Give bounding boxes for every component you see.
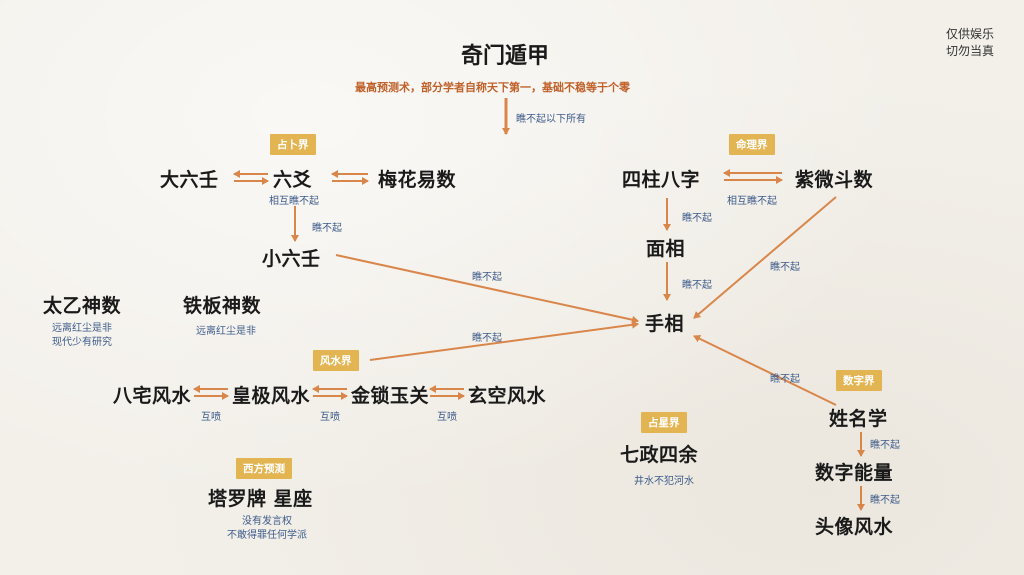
label-mutual-contempt-right: 相互瞧不起 <box>727 196 777 207</box>
corner-disclaimer: 仅供娱乐 切勿当真 <box>946 26 994 60</box>
node-jinsuo: 金锁玉关 <box>351 385 430 407</box>
badge-numerology: 数字界 <box>836 370 882 391</box>
node-bazhai: 八宅风水 <box>113 385 192 407</box>
label-taiyi-note: 远离红尘是非 现代少有研究 <box>52 322 112 350</box>
arrow-ziwei-to-shouxiang <box>693 196 837 319</box>
page-title: 奇门遁甲 <box>461 44 550 69</box>
label-spray-1: 互喷 <box>201 412 221 423</box>
label-spray-3: 互喷 <box>437 412 457 423</box>
node-xuankong: 玄空风水 <box>468 385 547 407</box>
corner-line-2: 切勿当真 <box>946 44 995 58</box>
node-tarot: 塔罗牌 星座 <box>208 488 313 510</box>
node-mianxiang: 面相 <box>646 238 686 260</box>
arrow-xiaoliuren-to-shouxiang <box>335 254 639 324</box>
node-sizhu: 四柱八字 <box>622 169 701 191</box>
label-tarot-note: 没有发言权 不敢得罪任何学派 <box>227 515 307 543</box>
top-arrow-label: 瞧不起以下所有 <box>516 114 586 125</box>
taiyi-note-line-2: 现代少有研究 <box>52 337 112 348</box>
node-shouxiang: 手相 <box>645 313 685 335</box>
badge-fate: 命理界 <box>729 134 775 155</box>
badge-divination: 占卜界 <box>270 134 316 155</box>
node-shuzi: 数字能量 <box>815 462 894 484</box>
label-spray-2: 互喷 <box>320 412 340 423</box>
tarot-note-line-1: 没有发言权 <box>242 516 292 527</box>
badge-fengshui: 风水界 <box>313 350 359 371</box>
label-mianxiang-contempt: 瞧不起 <box>682 280 712 291</box>
node-taiyi: 太乙神数 <box>43 295 122 317</box>
badge-western: 西方预测 <box>236 458 292 479</box>
label-mutual-contempt-left: 相互瞧不起 <box>269 196 319 207</box>
arrow-fengshui-to-shouxiang <box>369 320 639 361</box>
label-shuzi-touxiang-contempt: 瞧不起 <box>870 495 900 506</box>
node-tieban: 铁板神数 <box>183 295 262 317</box>
corner-line-1: 仅供娱乐 <box>946 27 995 41</box>
taiyi-note-line-1: 远离红尘是非 <box>52 323 112 334</box>
node-huangji: 皇极风水 <box>232 385 311 407</box>
tarot-note-line-2: 不敢得罪任何学派 <box>227 530 307 541</box>
node-xiaoliuren: 小六壬 <box>262 248 321 270</box>
subtitle: 最高预测术，部分学者自称天下第一，基础不稳等于个零 <box>355 81 630 94</box>
label-qizheng-note: 井水不犯河水 <box>634 476 694 487</box>
node-qizheng: 七政四余 <box>620 444 699 466</box>
node-liuyao: 六爻 <box>273 169 313 191</box>
node-touxiang: 头像风水 <box>815 516 894 538</box>
label-xiaoliuren-contempt: 瞧不起 <box>472 272 502 283</box>
arrow-xingming-to-shouxiang <box>693 335 837 406</box>
label-sizhu-contempt: 瞧不起 <box>682 213 712 224</box>
label-tieban-note: 远离红尘是非 <box>196 326 256 337</box>
label-ziwei-contempt: 瞧不起 <box>770 262 800 273</box>
label-liuyao-contempt: 瞧不起 <box>312 223 342 234</box>
label-xingming-contempt: 瞧不起 <box>770 374 800 385</box>
badge-astrology: 占星界 <box>641 412 687 433</box>
node-daliuren: 大六壬 <box>160 169 219 191</box>
node-meihua: 梅花易数 <box>378 169 457 191</box>
node-xingming: 姓名学 <box>829 408 888 430</box>
label-xingming-shuzi-contempt: 瞧不起 <box>870 440 900 451</box>
label-fengshui-contempt: 瞧不起 <box>472 333 502 344</box>
node-ziwei: 紫微斗数 <box>795 169 874 191</box>
